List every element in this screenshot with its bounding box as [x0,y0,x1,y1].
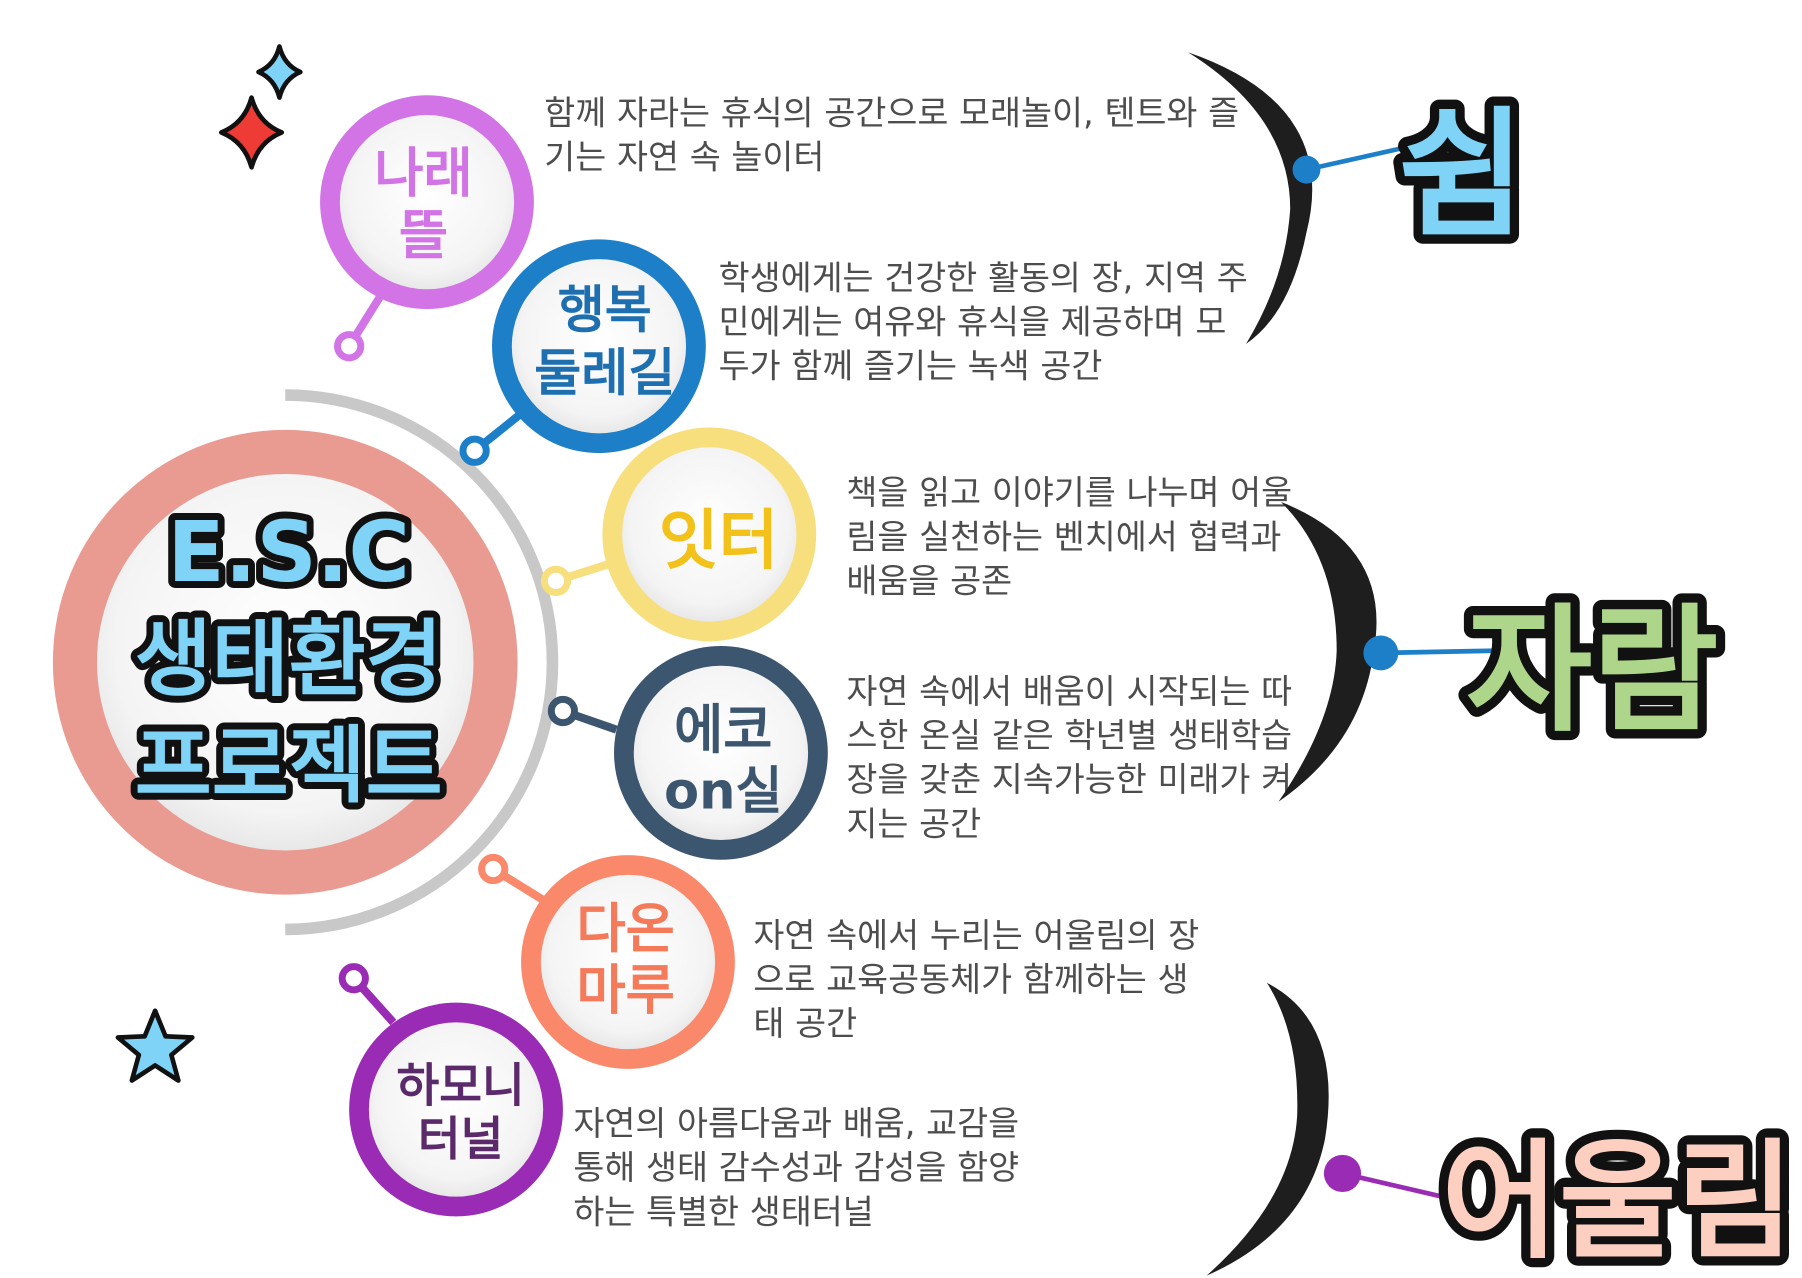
description-naraetteul: 함께 자라는 휴식의 공간으로 모래놀이, 텐트와 즐 기는 자연 속 놀이터 [544,93,1239,176]
node-label-harmony-1: 하모니 [397,1058,525,1112]
description-harmony: 자연의 아름다움과 배움, 교감을 통해 생태 감수성과 감성을 함양 하는 특… [573,1104,1019,1231]
decorations [115,44,303,1083]
center-circle: E.S.C 생태환경 프로젝트 [52,429,518,895]
description-line: 민에게는 여유와 휴식을 제공하며 모 [719,302,1227,341]
value-label-jaram: 자람 [1466,592,1718,751]
description-line: 지는 공간 [846,804,981,843]
node-label-itteo-1: 잇터 [659,503,779,578]
connector-dot [1292,155,1321,184]
node-eco: 에코 on실 [614,645,828,860]
connector-dot [478,853,509,885]
node-label-eco-1: 에코 [674,698,772,761]
connector-dot [540,565,572,597]
description-itteo: 책을 읽고 이야기를 나누며 어울 림을 실천하는 벤치에서 협력과 배움을 공… [846,473,1292,600]
connector-dot [547,695,579,727]
description-line: 학생에게는 건강한 활동의 장, 지역 주 [719,258,1248,297]
description-haengbok: 학생에게는 건강한 활동의 장, 지역 주 민에게는 여유와 휴식을 제공하며 … [719,258,1248,385]
bracket-swim [1187,52,1313,344]
node-daon: 다온 마루 [521,855,735,1069]
node-harmony: 하모니 터널 [349,1002,563,1217]
description-line: 하는 특별한 생태터널 [573,1192,873,1231]
node-label-daon-1: 다온 [576,897,674,960]
connectors [334,288,618,1026]
connector-dot [1323,1154,1362,1193]
description-line: 자연 속에서 배움이 시작되는 따 [846,672,1292,711]
description-line: 자연 속에서 누리는 어울림의 장 [753,916,1199,955]
description-line: 자연의 아름다움과 배움, 교감을 [573,1104,1019,1143]
connector-dot [459,435,490,466]
value-connectors [1292,141,1500,1204]
node-itteo: 잇터 [602,427,817,642]
diamond-sparkle-icon [219,95,285,170]
description-eco: 자연 속에서 배움이 시작되는 따 스한 온실 같은 학년별 생태학습 장을 갖… [846,672,1292,843]
star-icon [115,1008,195,1083]
node-label-haengbok-1: 행복 [558,282,652,341]
description-line: 통해 생태 감수성과 감성을 함양 [573,1148,1019,1187]
center-arc [285,389,559,936]
center-subtitle: 생태환경 [135,610,443,708]
value-label-swim: 쉼 [1398,94,1526,256]
description-daon: 자연 속에서 누리는 어울림의 장 으로 교육공동체가 함께하는 생 태 공간 [753,916,1199,1043]
description-line: 림을 실천하는 벤치에서 협력과 [846,517,1281,556]
node-haengbok: 행복 둘레길 [492,239,706,454]
node-label-naraetteul-1: 나래 [374,142,472,205]
bracket-eoullim [1206,982,1329,1276]
description-line: 스한 온실 같은 학년별 생태학습 [846,716,1292,755]
description-line: 장을 갖춘 지속가능한 미래가 켜 [846,760,1292,799]
diamond-sparkle-icon [256,44,303,100]
node-label-daon-2: 마루 [576,958,674,1021]
description-line: 함께 자라는 휴식의 공간으로 모래놀이, 텐트와 즐 [544,93,1239,132]
connector-dot [338,963,369,994]
description-line: 두가 함께 즐기는 녹색 공간 [719,347,1103,386]
connector-dot [1363,635,1399,671]
center-title: E.S.C [168,503,410,601]
description-line: 배움을 공존 [846,562,1012,601]
brackets [1187,52,1377,1276]
node-label-eco-2: on실 [664,763,783,822]
node-label-naraetteul-2: 뜰 [399,203,448,266]
node-label-haengbok-2: 둘레길 [534,344,675,403]
description-line: 책을 읽고 이야기를 나누며 어울 [846,473,1292,512]
node-naraetteul: 나래 뜰 [320,95,534,310]
bracket-jaram [1278,501,1377,802]
description-line: 으로 교육공동체가 함께하는 생 [753,960,1188,999]
value-label-eoullim: 어울림 [1441,1127,1794,1276]
node-label-harmony-2: 터널 [418,1112,504,1166]
description-line: 기는 자연 속 놀이터 [544,137,824,176]
connector-dot [334,331,365,362]
center-subtitle-2: 프로젝트 [135,717,443,815]
description-line: 태 공간 [753,1004,857,1043]
